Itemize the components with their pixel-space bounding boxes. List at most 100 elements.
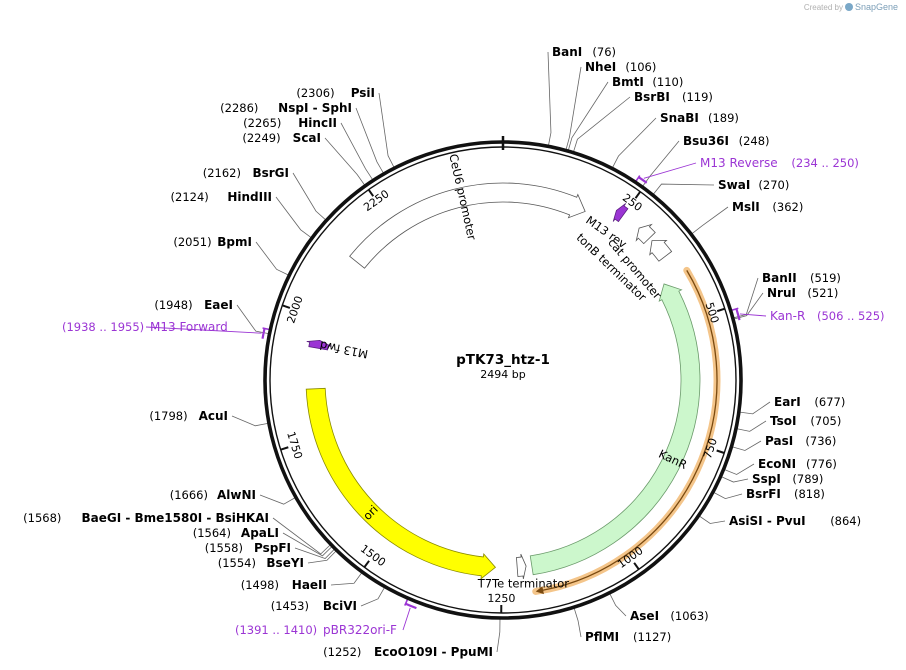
feature-arrow-ceu6-promoter[interactable] — [349, 182, 586, 269]
plasmid-size: 2494 bp — [480, 368, 525, 381]
restriction-site[interactable]: BsrFI(818) — [746, 487, 825, 501]
site-enzyme: BsrFI — [746, 487, 781, 501]
site-leader — [573, 608, 582, 638]
feature-arrow-ori[interactable] — [305, 387, 497, 580]
restriction-site[interactable]: NruI(521) — [767, 286, 838, 300]
site-enzyme: EarI — [774, 395, 801, 409]
feature-arrow-cat-promoter[interactable] — [649, 239, 673, 262]
site-position: (2265) — [243, 116, 281, 130]
restriction-site[interactable]: BaeGI - Bme1580I - BsiHKAI(1568) — [23, 511, 269, 525]
primer-range: (506 .. 525) — [817, 309, 885, 323]
site-enzyme: MslI — [732, 200, 760, 214]
restriction-site[interactable]: PspFI (1558) — [205, 541, 291, 555]
site-leader — [496, 618, 501, 653]
site-leader — [292, 172, 326, 221]
restriction-site[interactable]: BanII(519) — [762, 271, 841, 285]
site-position: (2249) — [242, 131, 280, 145]
site-enzyme: PspFI — [254, 541, 291, 555]
site-leader — [573, 96, 631, 152]
restriction-site[interactable]: HincII (2265) — [243, 116, 337, 130]
restriction-site[interactable]: BciVI (1453) — [271, 599, 357, 613]
site-position: (270) — [758, 178, 789, 192]
restriction-site[interactable]: NspI - SphI(2286) — [220, 101, 352, 115]
restriction-site[interactable]: SspI(789) — [752, 472, 823, 486]
restriction-site[interactable]: SwaI(270) — [718, 178, 789, 192]
restriction-site[interactable]: ApaLI(1564) — [193, 526, 279, 540]
site-enzyme: HincII — [298, 116, 337, 130]
restriction-site[interactable]: AcuI(1798) — [149, 409, 228, 423]
site-leader — [259, 494, 296, 505]
primer-name: pBR322ori-F — [323, 623, 397, 637]
site-enzyme: AsiSI - PvuI — [729, 514, 806, 528]
created-by-text: Created by — [803, 2, 843, 12]
ruler-tick-label: 2000 — [284, 294, 305, 325]
site-enzyme: EaeI — [204, 298, 233, 312]
site-position: (1453) — [271, 599, 309, 613]
site-position: (362) — [772, 200, 803, 214]
snapgene-name: SnapGene — [854, 2, 898, 12]
restriction-site[interactable]: NheI(106) — [585, 60, 656, 74]
site-position: (2306) — [296, 86, 334, 100]
feature-arrow-tonb-terminator[interactable] — [635, 223, 656, 245]
site-enzyme: AlwNI — [217, 488, 256, 502]
restriction-site[interactable]: PasI(736) — [765, 434, 836, 448]
restriction-site[interactable]: BsrGI(2162) — [203, 166, 289, 180]
site-enzyme: PasI — [765, 434, 793, 448]
site-position: (110) — [652, 75, 683, 89]
restriction-site[interactable]: SnaBI(189) — [660, 111, 739, 125]
feature-arrow-kanr[interactable] — [529, 283, 701, 576]
site-position: (1798) — [149, 409, 187, 423]
site-leader — [275, 196, 312, 238]
primer-tip — [731, 307, 739, 312]
primer-label[interactable]: Kan-R(506 .. 525) — [770, 309, 885, 323]
primer-label[interactable]: M13 Reverse(234 .. 250) — [700, 156, 859, 170]
primer-label[interactable]: (1938 .. 1955)M13 Forward — [62, 320, 228, 334]
restriction-site[interactable]: BseYI(1554) — [218, 556, 304, 570]
ruler-tick — [281, 304, 291, 309]
site-enzyme: BciVI — [323, 599, 357, 613]
site-leader — [355, 107, 384, 174]
ruler-tick — [363, 560, 370, 568]
site-leader — [642, 140, 680, 187]
restriction-site[interactable]: MslI (362) — [732, 200, 803, 214]
site-leader — [699, 515, 726, 524]
restriction-site[interactable]: BmtI (110) — [612, 75, 683, 89]
restriction-site[interactable]: Bsu36I(248) — [683, 134, 770, 148]
feature-arrow-t7te-terminator[interactable] — [516, 553, 527, 580]
feature-arrow-m13-fwd[interactable] — [306, 339, 332, 351]
site-enzyme: TsoI — [770, 414, 796, 428]
restriction-site[interactable]: TsoI (705) — [770, 414, 841, 428]
restriction-site[interactable]: AseI(1063) — [630, 609, 709, 623]
site-position: (705) — [810, 414, 841, 428]
site-enzyme: BmtI — [612, 75, 644, 89]
feature-arrow-m13-rev[interactable] — [612, 203, 629, 223]
restriction-site[interactable]: PflMI(1127) — [585, 630, 671, 644]
restriction-site[interactable]: ScaI(2249) — [242, 131, 321, 145]
restriction-site[interactable]: BsrBI(119) — [634, 90, 713, 104]
restriction-site[interactable]: EaeI(1948) — [154, 298, 233, 312]
restriction-site[interactable]: AlwNI(1666) — [170, 488, 256, 502]
site-leader — [609, 593, 627, 617]
restriction-site[interactable]: EcoNI(776) — [758, 457, 837, 471]
ruler-tick-label: 500 — [703, 301, 722, 325]
restriction-site[interactable]: BanI(76) — [552, 45, 616, 59]
restriction-site[interactable]: HindIII(2124) — [171, 190, 272, 204]
ruler-tick-label: 1250 — [487, 592, 515, 605]
site-position: (1558) — [205, 541, 243, 555]
site-position: (1498) — [241, 578, 279, 592]
restriction-site[interactable]: AsiSI - PvuI(864) — [729, 514, 861, 528]
restriction-site[interactable]: HaeII(1498) — [241, 578, 327, 592]
primer-label[interactable]: (1391 .. 1410)pBR322ori-F — [235, 623, 397, 637]
restriction-site[interactable]: EarI(677) — [774, 395, 845, 409]
site-enzyme: HindIII — [227, 190, 272, 204]
site-enzyme: BseYI — [266, 556, 304, 570]
ruler-tick — [716, 449, 725, 454]
restriction-site[interactable]: PsiI(2306) — [296, 86, 375, 100]
site-enzyme: EcoNI — [758, 457, 796, 471]
primer-range: (234 .. 250) — [791, 156, 859, 170]
restriction-site[interactable]: EcoO109I - PpuMI(1252) — [323, 645, 493, 659]
site-enzyme: NheI — [585, 60, 616, 74]
kanr-orf-line — [541, 270, 718, 592]
primer-tip — [262, 327, 270, 331]
restriction-site[interactable]: BpmI(2051) — [173, 235, 252, 249]
